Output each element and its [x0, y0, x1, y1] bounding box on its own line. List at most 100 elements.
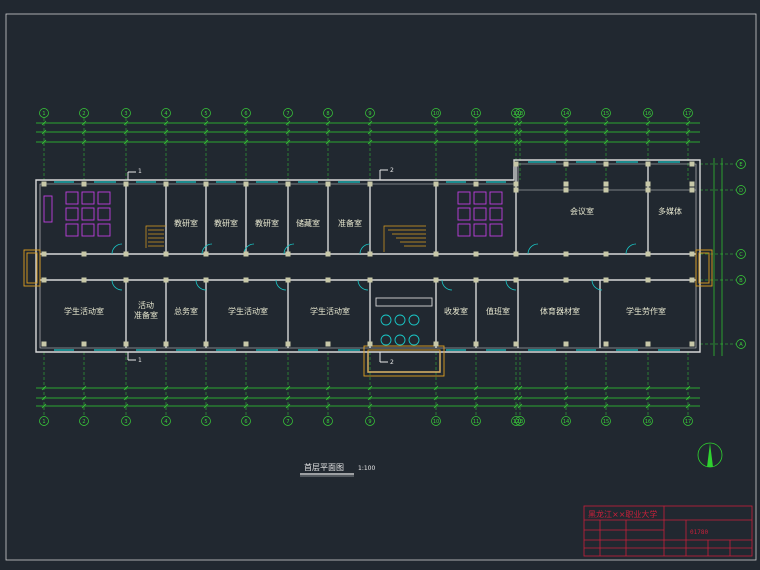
sheet-border	[5, 13, 757, 561]
column-marker	[203, 341, 209, 347]
column-marker	[689, 341, 695, 347]
column-marker	[563, 277, 569, 283]
column-marker	[603, 161, 609, 167]
column-marker	[123, 181, 129, 187]
dimension-ticks	[41, 120, 691, 409]
grid-axis-label: 2	[82, 111, 85, 117]
column-marker	[163, 251, 169, 257]
grid-axis-label: 5	[204, 419, 207, 425]
column-marker	[163, 341, 169, 347]
room-label: 储藏室	[296, 218, 320, 228]
toilet-fixtures-west	[43, 191, 111, 237]
room-label: 教研室	[255, 218, 279, 228]
stairs-center	[383, 225, 426, 252]
toilet-fixtures-center	[375, 297, 433, 346]
column-marker	[563, 181, 569, 187]
grid-axis-label: 13	[517, 111, 523, 117]
grid-axis-8: 88	[323, 108, 333, 426]
section-mark: 2	[390, 359, 394, 366]
grid-axis-label: C	[739, 252, 743, 258]
grid-axis-label: 11	[473, 111, 479, 117]
room-label: 学生劳作室	[626, 306, 666, 316]
grid-axis-label: B	[739, 278, 743, 284]
column-marker	[473, 181, 479, 187]
grid-axis-C: C	[700, 249, 746, 259]
column-marker	[41, 251, 47, 257]
column-marker	[513, 181, 519, 187]
column-marker	[203, 251, 209, 257]
column-marker	[243, 277, 249, 283]
column-marker	[123, 341, 129, 347]
column-marker	[81, 251, 87, 257]
column-marker	[367, 251, 373, 257]
grid-axis-label: 3	[124, 111, 127, 117]
grid-axis-A: A	[700, 339, 746, 349]
grid-axis-label: 17	[685, 111, 691, 117]
column-marker	[603, 181, 609, 187]
column-marker	[433, 341, 439, 347]
column-marker	[285, 181, 291, 187]
column-marker	[163, 277, 169, 283]
title-block	[583, 505, 753, 557]
column-marker	[689, 277, 695, 283]
column-marker	[203, 277, 209, 283]
room-label: 学生活动室	[64, 306, 104, 316]
room-label: 准备室	[134, 310, 158, 320]
column-marker	[285, 277, 291, 283]
column-marker	[243, 341, 249, 347]
grid-axis-label: E	[739, 162, 742, 168]
column-marker	[325, 181, 331, 187]
entrance-porches	[23, 249, 713, 377]
column-marker	[603, 341, 609, 347]
grid-axis-label: 12	[513, 419, 519, 425]
grid-axis-label: 10	[433, 111, 439, 117]
stairs-west	[145, 225, 166, 248]
structural-columns	[41, 161, 695, 347]
grid-axis-label: 6	[244, 111, 247, 117]
column-marker	[689, 187, 695, 193]
room-label: 教研室	[214, 218, 238, 228]
column-marker	[603, 187, 609, 193]
column-marker	[243, 181, 249, 187]
grid-axis-label: 7	[286, 111, 289, 117]
room-label: 准备室	[338, 218, 362, 228]
grid-axis-9: 99	[365, 108, 375, 426]
grid-axis-label: 9	[368, 111, 371, 117]
column-marker	[203, 181, 209, 187]
grid-axis-label: 15	[603, 419, 609, 425]
grid-axis-label: 6	[244, 419, 247, 425]
drawing-title: 首层平面图 1:100	[300, 462, 375, 477]
column-marker	[513, 251, 519, 257]
grid-axis-label: 8	[326, 111, 329, 117]
column-marker	[563, 161, 569, 167]
grid-axis-1: 11	[39, 108, 49, 426]
grid-axis-label: 1	[42, 419, 45, 425]
grid-axis-6: 66	[241, 108, 251, 426]
column-marker	[433, 277, 439, 283]
drawing-scale: 1:100	[358, 465, 375, 472]
grid-axis-D: D	[700, 185, 746, 195]
grid-axis-label: 4	[164, 111, 167, 117]
title-block-drawing-number: 01780	[690, 529, 708, 536]
room-label: 活动	[138, 300, 154, 310]
grid-axis-label: 2	[82, 419, 85, 425]
grid-axis-label: 9	[368, 419, 371, 425]
column-marker	[433, 251, 439, 257]
grid-axis-label: 5	[204, 111, 207, 117]
column-marker	[513, 187, 519, 193]
grid-axis-label: A	[739, 342, 743, 348]
grid-axis-label: 15	[603, 111, 609, 117]
column-marker	[563, 187, 569, 193]
column-marker	[123, 251, 129, 257]
column-marker	[689, 161, 695, 167]
grid-axis-label: 16	[645, 111, 651, 117]
column-marker	[563, 251, 569, 257]
room-label: 学生活动室	[310, 306, 350, 316]
grid-axis-3: 33	[121, 108, 131, 426]
column-marker	[513, 341, 519, 347]
grid-axis-label: 11	[473, 419, 479, 425]
column-marker	[41, 181, 47, 187]
